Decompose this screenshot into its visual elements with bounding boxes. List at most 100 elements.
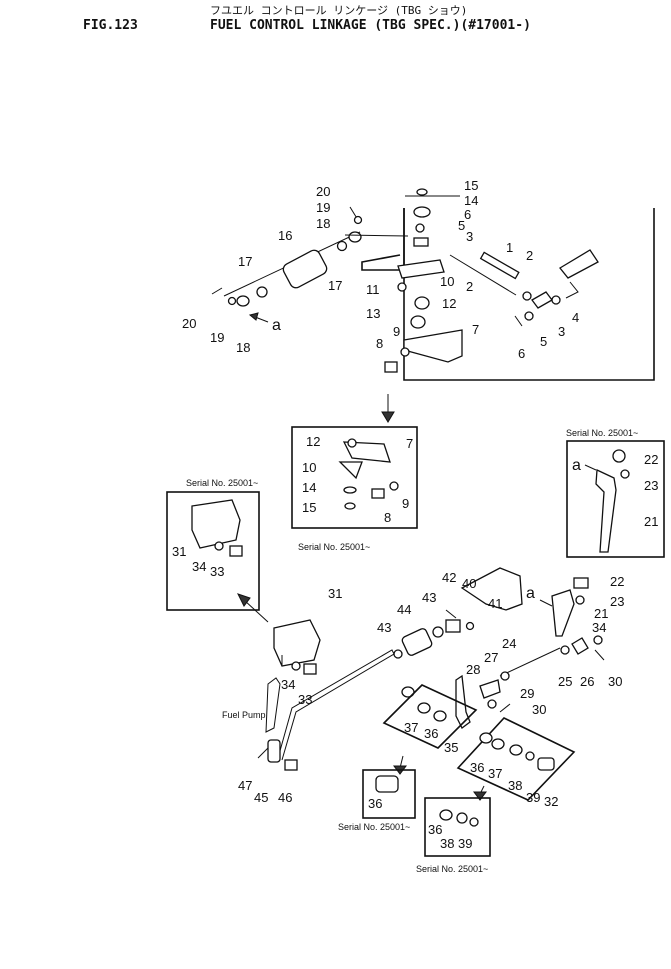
callout-19a: 19 bbox=[316, 200, 330, 215]
callout-33b: 33 bbox=[298, 692, 312, 707]
callout-22a: 22 bbox=[644, 452, 658, 467]
ball-joint-18b bbox=[236, 295, 250, 307]
ball-joint-26 bbox=[571, 637, 589, 655]
arrow-up-left bbox=[237, 593, 269, 623]
washer-34c bbox=[593, 635, 603, 645]
washer-9b bbox=[389, 481, 399, 491]
upper-left-linkage bbox=[211, 206, 409, 323]
callout-a-3: a bbox=[526, 585, 535, 602]
serial-note-middle: Serial No. 25001~ bbox=[298, 542, 370, 552]
callout-31a: 31 bbox=[172, 544, 186, 559]
callout-25: 25 bbox=[558, 674, 572, 689]
callout-15b: 15 bbox=[302, 500, 316, 515]
bolt-11 bbox=[397, 282, 407, 292]
callout-14a: 14 bbox=[464, 193, 478, 208]
callout-21b: 21 bbox=[594, 606, 608, 621]
washer-23a bbox=[620, 469, 630, 479]
callout-47: 47 bbox=[238, 778, 252, 793]
callout-6b: 6 bbox=[518, 346, 525, 361]
bushing-37b bbox=[491, 738, 505, 750]
callout-23a: 23 bbox=[644, 478, 658, 493]
callout-6a: 6 bbox=[464, 207, 471, 222]
callout-8a: 8 bbox=[376, 336, 383, 351]
callout-a-1: a bbox=[272, 317, 281, 334]
callout-3a: 3 bbox=[466, 229, 473, 244]
callout-2b: 2 bbox=[526, 248, 533, 263]
fuel-pump-label: Fuel Pump bbox=[222, 710, 266, 720]
callout-41: 41 bbox=[488, 596, 502, 611]
callout-21a: 21 bbox=[644, 514, 658, 529]
bolt-22b bbox=[573, 577, 589, 589]
joint-45 bbox=[267, 739, 281, 763]
bracket-7b bbox=[342, 441, 391, 463]
callout-34b: 34 bbox=[281, 677, 295, 692]
callout-3b: 3 bbox=[558, 324, 565, 339]
washer-19b bbox=[227, 296, 237, 306]
lever-21a bbox=[595, 469, 617, 553]
nut-2 bbox=[522, 291, 532, 301]
callout-37b: 37 bbox=[488, 766, 502, 781]
washer-23b bbox=[575, 595, 585, 605]
washer-15 bbox=[416, 188, 428, 196]
washer-19a bbox=[353, 215, 363, 225]
main-lower-linkage bbox=[257, 567, 605, 771]
arrow-down-3 bbox=[473, 785, 487, 801]
callout-14b: 14 bbox=[302, 480, 316, 495]
callout-30b: 30 bbox=[608, 674, 622, 689]
collar-3a bbox=[413, 237, 429, 247]
callout-9b: 9 bbox=[402, 496, 409, 511]
spacer-12c bbox=[347, 438, 357, 448]
bushing-36d bbox=[439, 809, 453, 821]
sleeve-40 bbox=[445, 619, 461, 633]
nut-4 bbox=[551, 295, 561, 305]
callout-27: 27 bbox=[484, 650, 498, 665]
lower-right-box bbox=[456, 717, 576, 801]
bushing-14 bbox=[413, 206, 431, 218]
callout-36b: 36 bbox=[470, 760, 484, 775]
nut-25 bbox=[560, 645, 570, 655]
washer-38a bbox=[509, 744, 523, 756]
callout-7a: 7 bbox=[472, 322, 479, 337]
small-box-36 bbox=[362, 769, 416, 819]
callout-1: 1 bbox=[506, 240, 513, 255]
bolt-33a bbox=[229, 545, 243, 557]
callout-30a: 30 bbox=[532, 702, 546, 717]
callout-16: 16 bbox=[278, 228, 292, 243]
right-serial-box bbox=[566, 440, 665, 558]
nut-5a bbox=[415, 223, 425, 233]
left-serial-box bbox=[166, 491, 260, 611]
upper-right-box bbox=[361, 188, 655, 381]
middle-detail-box bbox=[291, 426, 418, 529]
callout-18a: 18 bbox=[316, 216, 330, 231]
nut-27 bbox=[500, 671, 510, 681]
callout-46: 46 bbox=[278, 790, 292, 805]
callout-33a: 33 bbox=[210, 564, 224, 579]
nut-17b bbox=[336, 240, 348, 252]
callout-40: 40 bbox=[462, 576, 476, 591]
callout-2a: 2 bbox=[466, 279, 473, 294]
callout-42: 42 bbox=[442, 570, 456, 585]
callout-28: 28 bbox=[466, 662, 480, 677]
bolt-22a bbox=[612, 449, 626, 463]
callout-17a: 17 bbox=[238, 254, 252, 269]
bolt-32 bbox=[537, 757, 555, 771]
nut-43b bbox=[432, 626, 444, 638]
callout-7b: 7 bbox=[406, 436, 413, 451]
ball-joint-18a bbox=[348, 231, 362, 243]
callout-45: 45 bbox=[254, 790, 268, 805]
bushing-37a bbox=[417, 702, 431, 714]
rod-16 bbox=[282, 249, 328, 289]
bushing-36a bbox=[433, 710, 447, 722]
callout-13: 13 bbox=[366, 306, 380, 321]
lower-center-box bbox=[382, 684, 478, 749]
callout-20b: 20 bbox=[182, 316, 196, 331]
engine-bracket bbox=[460, 567, 523, 611]
japanese-title: フユエル コントロール リンケージ (TBG ショウ) bbox=[210, 4, 468, 17]
callout-38b: 38 bbox=[440, 836, 454, 851]
lever-21b bbox=[551, 589, 575, 637]
seal-39b bbox=[469, 817, 479, 827]
diagram-title: FUEL CONTROL LINKAGE (TBG SPEC.)(#17001-… bbox=[210, 18, 531, 33]
arrow-down-1 bbox=[381, 394, 395, 423]
bracket-31b bbox=[273, 619, 321, 667]
bushing-36c bbox=[375, 775, 399, 793]
